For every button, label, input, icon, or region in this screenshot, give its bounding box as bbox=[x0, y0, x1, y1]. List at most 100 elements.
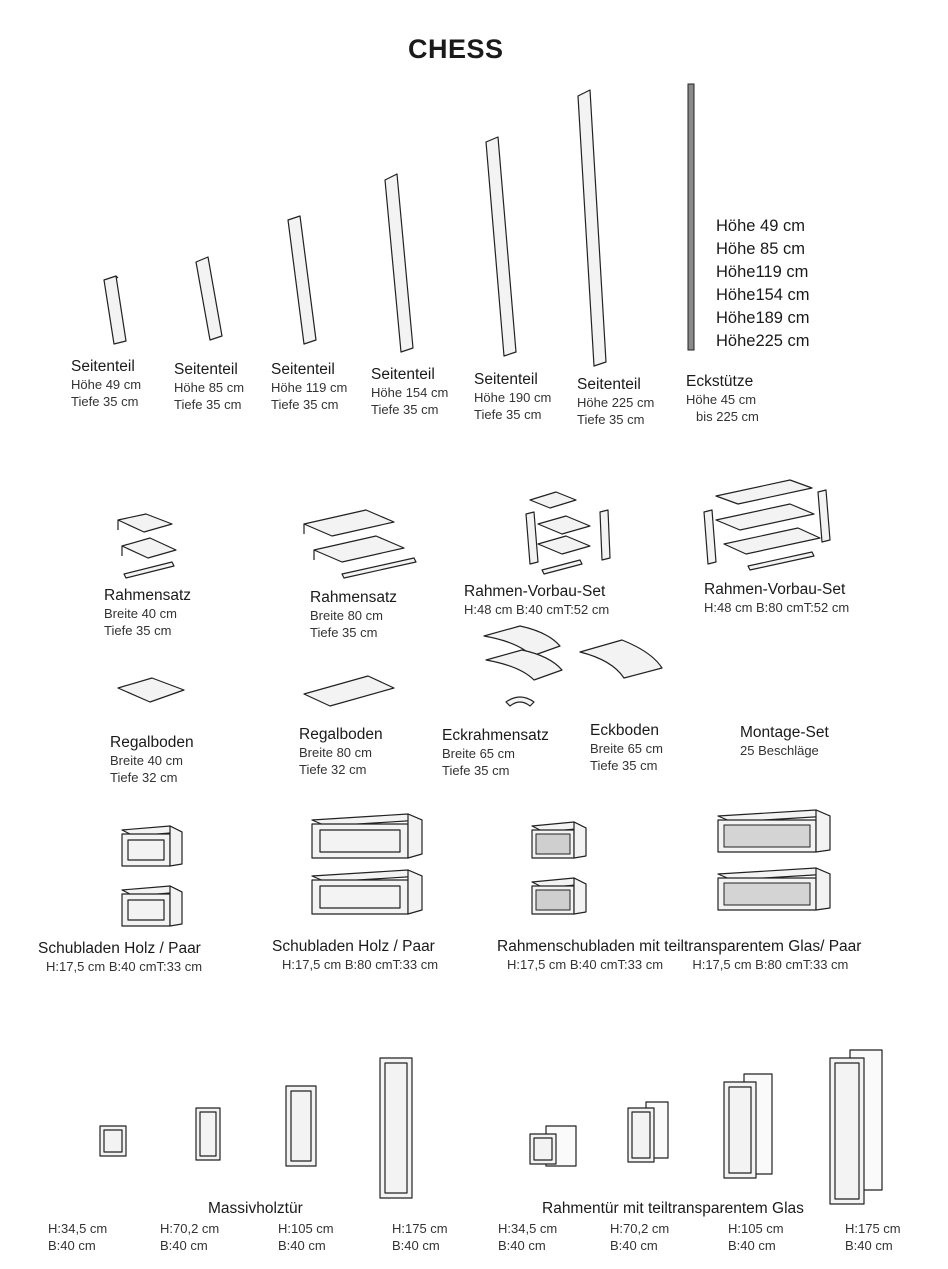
page-title: CHESS bbox=[408, 34, 504, 64]
doors-glass-title: Rahmentür mit teiltransparentem Glas bbox=[542, 1200, 804, 1217]
side-panel-85-caption: Seitenteil Höhe 85 cm Tiefe 35 cm bbox=[174, 361, 244, 413]
door-glass-175-caption: H:175 cm B:40 cm bbox=[845, 1220, 901, 1254]
item-name: Regalboden bbox=[299, 726, 383, 743]
item-spec: B:40 cm bbox=[610, 1238, 658, 1253]
door-glass-34-caption: H:34,5 cm B:40 cm bbox=[498, 1220, 557, 1254]
doors-wood-title: Massivholztür bbox=[208, 1200, 303, 1217]
drawer-wood-80-drawing bbox=[311, 813, 423, 915]
drawer-frame-specs: H:17,5 cm B:40 cmT:33 cm H:17,5 cm B:80 … bbox=[497, 956, 948, 973]
item-spec: Tiefe 35 cm bbox=[590, 758, 658, 773]
door-glass-175-drawing bbox=[829, 1049, 883, 1205]
shelf-40-caption: Regalboden Breite 40 cm Tiefe 32 cm bbox=[110, 734, 194, 786]
side-panel-119-drawing bbox=[287, 215, 317, 345]
item-name: Rahmensatz bbox=[104, 587, 192, 604]
frame-extension-80-drawing bbox=[703, 479, 831, 571]
item-spec: H:70,2 cm bbox=[160, 1221, 220, 1236]
item-spec: Tiefe 35 cm bbox=[577, 412, 645, 427]
corner-post-caption: Eckstütze Höhe 45 cm bis 225 cm bbox=[686, 373, 759, 425]
height-option: Höhe 49 cm bbox=[716, 217, 805, 235]
drawer-frame-40-drawing bbox=[531, 821, 587, 915]
door-wood-34-drawing bbox=[99, 1125, 127, 1157]
item-spec: Breite 80 cm bbox=[299, 745, 372, 760]
mounting-set-caption: Montage-Set 25 Beschläge bbox=[740, 724, 829, 759]
door-glass-70-caption: H:70,2 cm B:40 cm bbox=[610, 1220, 669, 1254]
item-spec: Tiefe 35 cm bbox=[442, 763, 510, 778]
side-panel-drawings bbox=[103, 83, 695, 367]
corner-frame-set-caption: Eckrahmensatz Breite 65 cm Tiefe 35 cm bbox=[442, 727, 549, 779]
item-name: Schubladen Holz / Paar bbox=[38, 940, 201, 957]
door-glass-105-drawing bbox=[723, 1073, 773, 1179]
height-option: Höhe225 cm bbox=[716, 332, 810, 350]
item-spec: Tiefe 35 cm bbox=[310, 625, 378, 640]
shelf-40-drawing bbox=[117, 677, 185, 703]
door-wood-105-drawing bbox=[285, 1085, 317, 1167]
drawer-frame-80-drawing bbox=[717, 809, 831, 911]
item-spec: H:17,5 cm B:40 cmT:33 cm bbox=[507, 957, 664, 972]
side-panel-154-caption: Seitenteil Höhe 154 cm Tiefe 35 cm bbox=[371, 366, 448, 418]
drawer-wood-40-drawing bbox=[121, 825, 183, 927]
door-glass-70-drawing bbox=[627, 1101, 669, 1163]
item-name: Rahmensatz bbox=[310, 589, 398, 606]
item-spec: B:40 cm bbox=[48, 1238, 96, 1253]
item-spec: H:34,5 cm bbox=[48, 1221, 108, 1236]
item-name: Schubladen Holz / Paar bbox=[272, 938, 435, 955]
drawer-frame-caption: Rahmenschubladen mit teiltransparentem G… bbox=[497, 938, 948, 973]
item-spec: B:40 cm bbox=[728, 1238, 776, 1253]
frame-set-80-caption: Rahmensatz Breite 80 cm Tiefe 35 cm bbox=[310, 589, 397, 641]
item-spec: Tiefe 35 cm bbox=[104, 623, 172, 638]
item-spec: H:17,5 cm B:80 cmT:33 cm bbox=[282, 957, 439, 972]
item-spec: H:105 cm bbox=[278, 1221, 334, 1236]
item-spec: Tiefe 35 cm bbox=[371, 402, 439, 417]
item-spec: Höhe 190 cm bbox=[474, 390, 552, 405]
item-spec: H:105 cm bbox=[728, 1221, 784, 1236]
item-spec: Breite 65 cm bbox=[442, 746, 515, 761]
item-spec: 25 Beschläge bbox=[740, 743, 819, 758]
item-spec: Tiefe 32 cm bbox=[110, 770, 178, 785]
item-spec: Tiefe 32 cm bbox=[299, 762, 367, 777]
side-panel-85-drawing bbox=[195, 256, 223, 341]
side-panel-49-drawing bbox=[103, 275, 127, 345]
item-spec: H:34,5 cm bbox=[498, 1221, 558, 1236]
item-spec: H:70,2 cm bbox=[610, 1221, 670, 1236]
drawer-drawings bbox=[121, 809, 831, 927]
side-panel-190-caption: Seitenteil Höhe 190 cm Tiefe 35 cm bbox=[474, 371, 551, 423]
item-name: Seitenteil bbox=[174, 361, 238, 378]
frame-set-40-caption: Rahmensatz Breite 40 cm Tiefe 35 cm bbox=[104, 587, 191, 639]
height-option: Höhe189 cm bbox=[716, 309, 810, 327]
frame-extension-40-caption: Rahmen-Vorbau-Set H:48 cm B:40 cmT:52 cm bbox=[464, 583, 609, 618]
item-spec: Höhe 49 cm bbox=[71, 377, 142, 392]
door-wood-175-drawing bbox=[379, 1057, 413, 1199]
item-spec: Breite 40 cm bbox=[104, 606, 177, 621]
corner-shelf-drawing bbox=[579, 639, 663, 679]
item-spec: bis 225 cm bbox=[696, 409, 759, 424]
door-glass-34-drawing bbox=[529, 1125, 577, 1167]
frame-extension-40-drawing bbox=[525, 491, 611, 575]
door-wood-70-drawing bbox=[195, 1107, 221, 1161]
door-glass-105-caption: H:105 cm B:40 cm bbox=[728, 1220, 784, 1254]
side-panel-154-drawing bbox=[384, 173, 414, 353]
item-spec: Tiefe 35 cm bbox=[174, 397, 242, 412]
item-spec: B:40 cm bbox=[278, 1238, 326, 1253]
item-spec: B:40 cm bbox=[845, 1238, 893, 1253]
item-name: Seitenteil bbox=[474, 371, 538, 388]
item-name: Montage-Set bbox=[740, 724, 829, 741]
item-spec: Breite 65 cm bbox=[590, 741, 663, 756]
item-spec: B:40 cm bbox=[160, 1238, 208, 1253]
corner-frame-set-drawing bbox=[483, 625, 563, 707]
item-name: Seitenteil bbox=[71, 358, 135, 375]
item-spec: Tiefe 35 cm bbox=[271, 397, 339, 412]
item-spec: Höhe 45 cm bbox=[686, 392, 757, 407]
side-panel-119-caption: Seitenteil Höhe 119 cm Tiefe 35 cm bbox=[271, 361, 347, 413]
item-name: Eckstütze bbox=[686, 373, 754, 390]
item-name: Rahmenschubladen mit teiltransparentem G… bbox=[497, 938, 862, 955]
shelf-80-caption: Regalboden Breite 80 cm Tiefe 32 cm bbox=[299, 726, 383, 778]
item-name: Eckrahmensatz bbox=[442, 727, 549, 744]
item-spec: Höhe 154 cm bbox=[371, 385, 449, 400]
drawer-wood-80-caption: Schubladen Holz / Paar H:17,5 cm B:80 cm… bbox=[272, 938, 438, 973]
side-panel-225-drawing bbox=[577, 89, 607, 367]
item-name: Seitenteil bbox=[271, 361, 335, 378]
item-spec: Höhe 225 cm bbox=[577, 395, 655, 410]
item-name: Seitenteil bbox=[577, 376, 641, 393]
frame-set-40-drawing bbox=[117, 513, 177, 579]
frame-set-drawings bbox=[117, 479, 831, 707]
